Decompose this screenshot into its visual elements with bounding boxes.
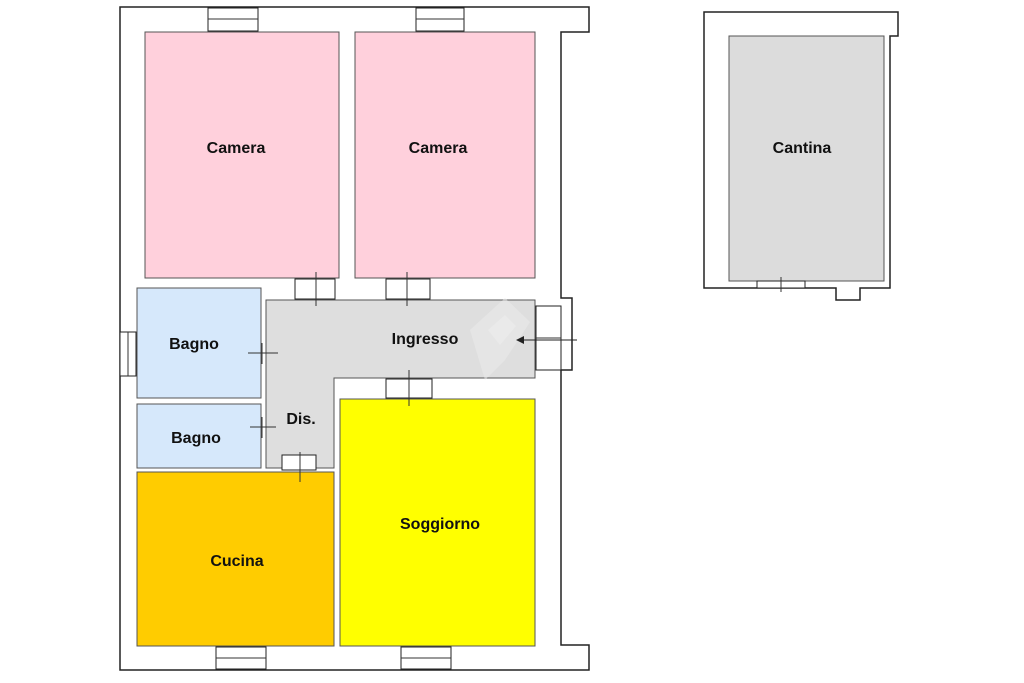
apartment-walls <box>119 6 590 671</box>
room-cantina-fill <box>728 35 885 282</box>
room-ingresso-fill <box>265 299 536 469</box>
watermark-logo-icon <box>470 298 530 380</box>
door-markers <box>248 272 562 482</box>
room-label-disimpegno: Dis. <box>286 411 315 428</box>
room-bagno-bottom: Bagno <box>136 403 262 469</box>
room-soggiorno-fill <box>339 398 536 647</box>
entrance-arrow-icon <box>516 336 577 344</box>
room-cucina-fill <box>136 471 335 647</box>
room-label-bagno-bottom: Bagno <box>171 430 221 447</box>
room-label-soggiorno: Soggiorno <box>400 516 480 533</box>
apartment-windows <box>119 7 465 670</box>
room-label-ingresso: Ingresso <box>392 331 459 348</box>
room-bagno-top: Bagno <box>136 287 262 399</box>
room-camera-right-fill <box>354 31 536 279</box>
room-bagno-top-fill <box>136 287 262 399</box>
room-camera-right: Camera <box>354 31 536 279</box>
room-ingresso: Ingresso Dis. <box>265 298 536 469</box>
room-soggiorno: Soggiorno <box>339 398 536 647</box>
room-label-cantina: Cantina <box>773 140 832 157</box>
room-camera-left-fill <box>144 31 340 279</box>
room-bagno-bottom-fill <box>136 403 262 469</box>
room-cantina: Cantina <box>728 35 885 292</box>
room-label-camera-right: Camera <box>409 140 468 157</box>
room-cucina: Cucina <box>136 471 335 647</box>
room-label-camera-left: Camera <box>207 140 266 157</box>
room-camera-left: Camera <box>144 31 340 279</box>
room-label-bagno-top: Bagno <box>169 336 219 353</box>
room-label-cucina: Cucina <box>210 553 263 570</box>
